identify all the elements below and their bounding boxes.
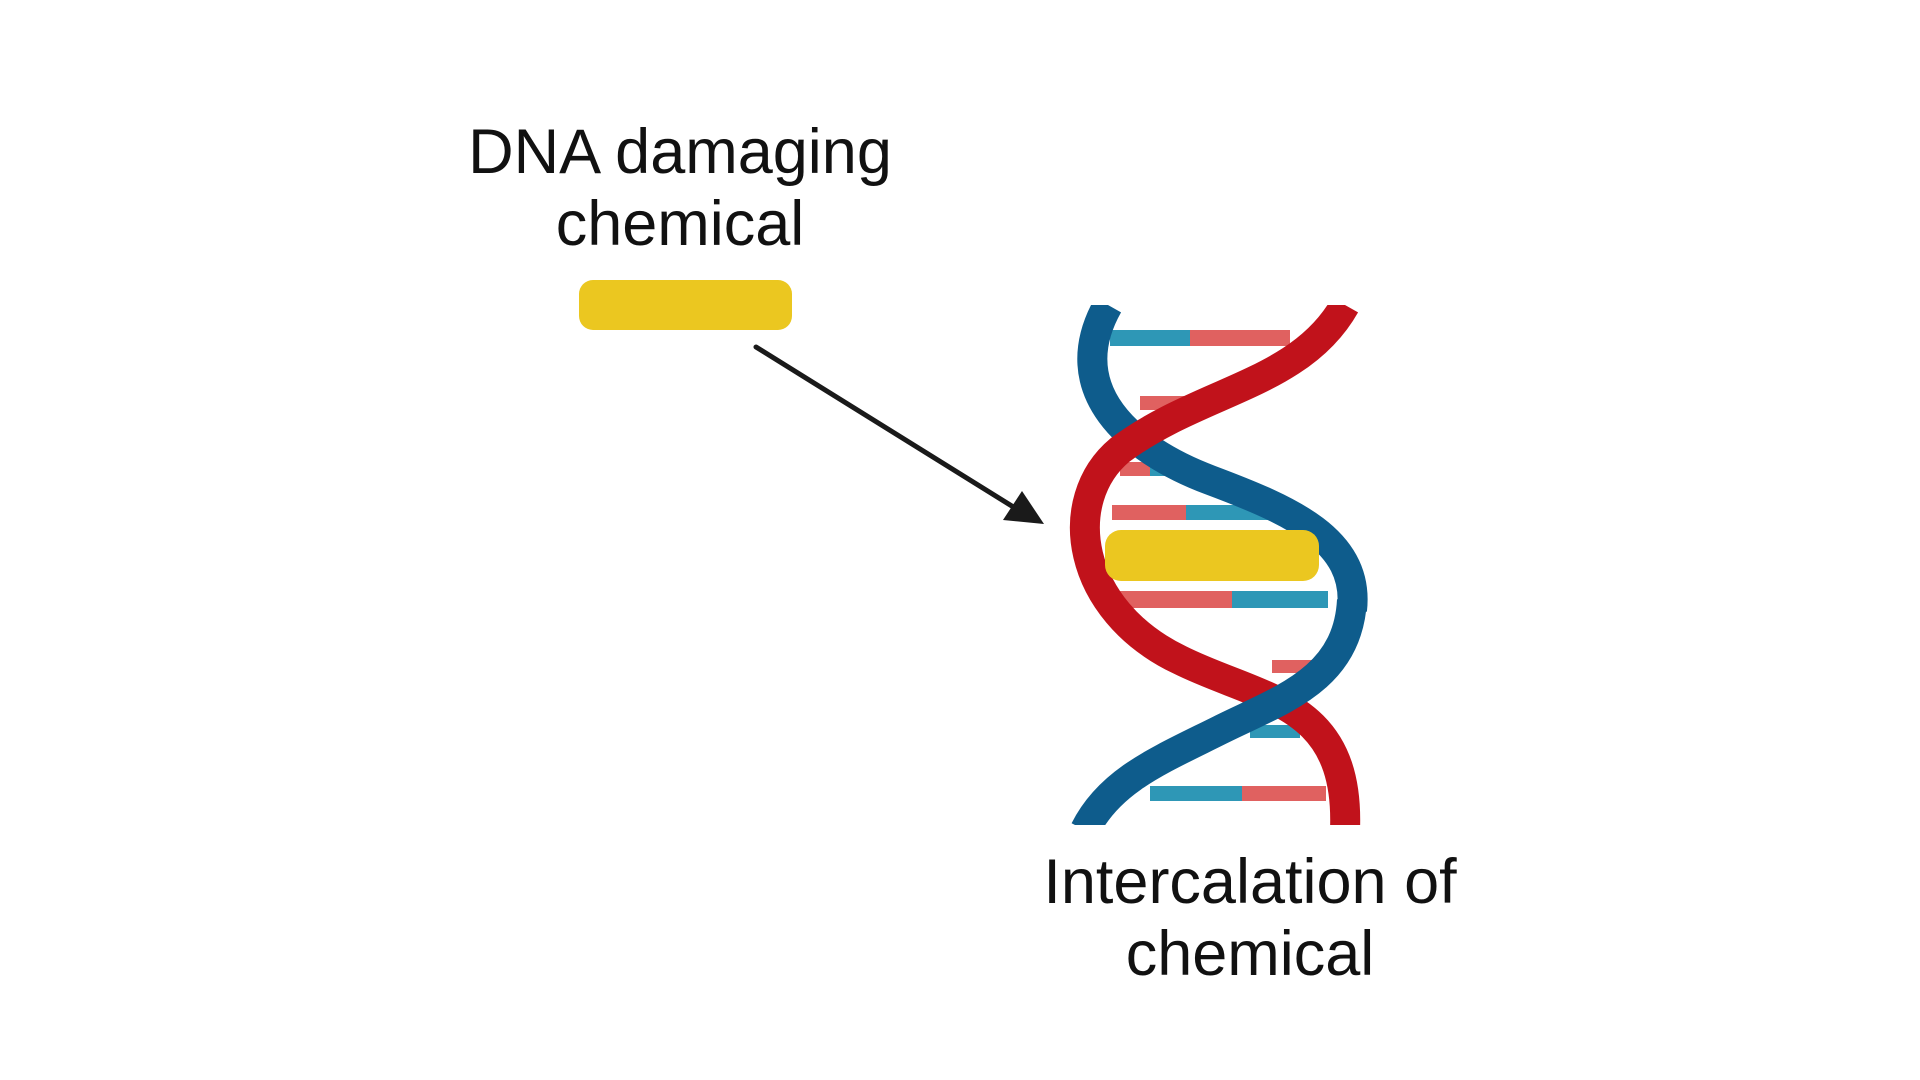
result-label-line-2: chemical xyxy=(1125,919,1375,989)
arrow-icon xyxy=(753,344,1044,524)
free-chemical-bar xyxy=(579,280,792,330)
red-strand xyxy=(1069,305,1361,825)
source-label-line-2: chemical xyxy=(555,189,805,259)
result-label: Intercalation of chemical xyxy=(990,846,1510,990)
blue-strand-upper xyxy=(1077,305,1368,612)
dna-double-helix-icon xyxy=(1069,305,1368,825)
blue-strand-lower xyxy=(1071,598,1367,825)
result-label-line-1: Intercalation of xyxy=(1043,847,1457,917)
source-label: DNA damaging chemical xyxy=(420,116,940,260)
intercalated-chemical-bar xyxy=(1105,530,1319,581)
source-label-line-1: DNA damaging xyxy=(468,117,892,187)
